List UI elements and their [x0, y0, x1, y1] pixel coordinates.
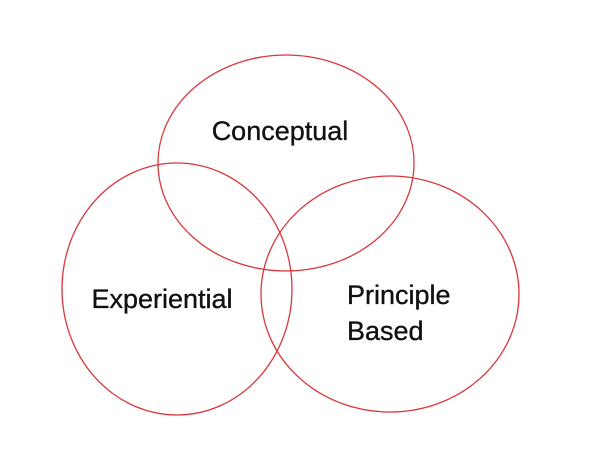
conceptual-label: Conceptual — [212, 116, 349, 146]
principle-based-circle — [260, 175, 520, 413]
conceptual-circle — [157, 54, 415, 272]
principle-label: Principle — [347, 280, 451, 310]
experiential-label: Experiential — [91, 284, 232, 314]
experiential-circle — [61, 162, 293, 416]
based-label: Based — [347, 316, 424, 346]
